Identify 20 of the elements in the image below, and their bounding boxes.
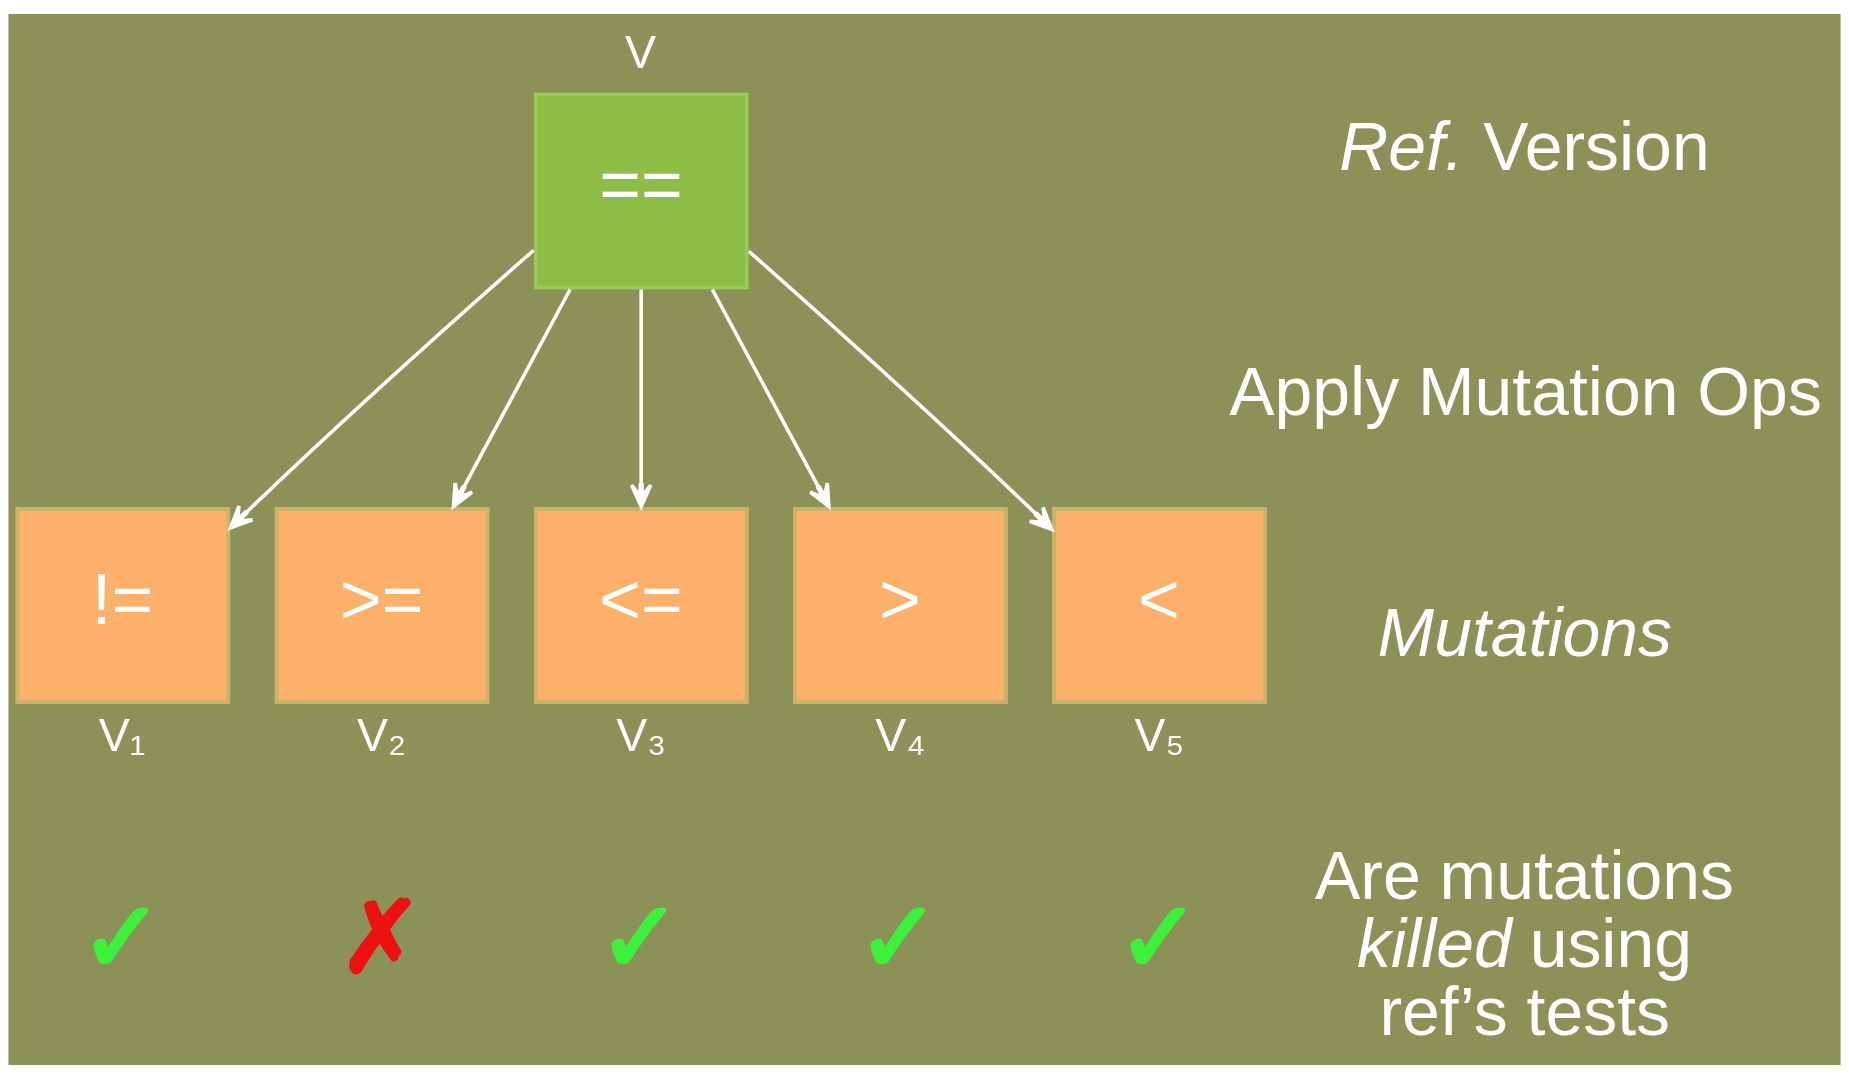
- node-label: V₁: [98, 708, 146, 761]
- arrow: [228, 248, 535, 530]
- arrow: [629, 289, 653, 509]
- label: ✓: [598, 880, 683, 993]
- label: Are mutations killed using ref’s tests: [1315, 838, 1734, 1050]
- label: Ref. Version: [1339, 109, 1710, 185]
- arrow: [747, 249, 1054, 532]
- node-label: V₃: [616, 708, 667, 761]
- node-label: V: [625, 26, 657, 79]
- node-label: V₄: [875, 708, 926, 761]
- arrow: [451, 288, 572, 509]
- label: ✓: [79, 880, 164, 993]
- label: Apply Mutation Ops: [1229, 354, 1822, 430]
- node-label: V₅: [1134, 708, 1185, 761]
- label: ✓: [1116, 880, 1201, 993]
- label: ✗: [339, 880, 424, 993]
- node-label: V₂: [357, 708, 407, 761]
- arrow: [710, 288, 831, 509]
- label: ✓: [857, 880, 942, 993]
- label: Mutations: [1377, 595, 1673, 671]
